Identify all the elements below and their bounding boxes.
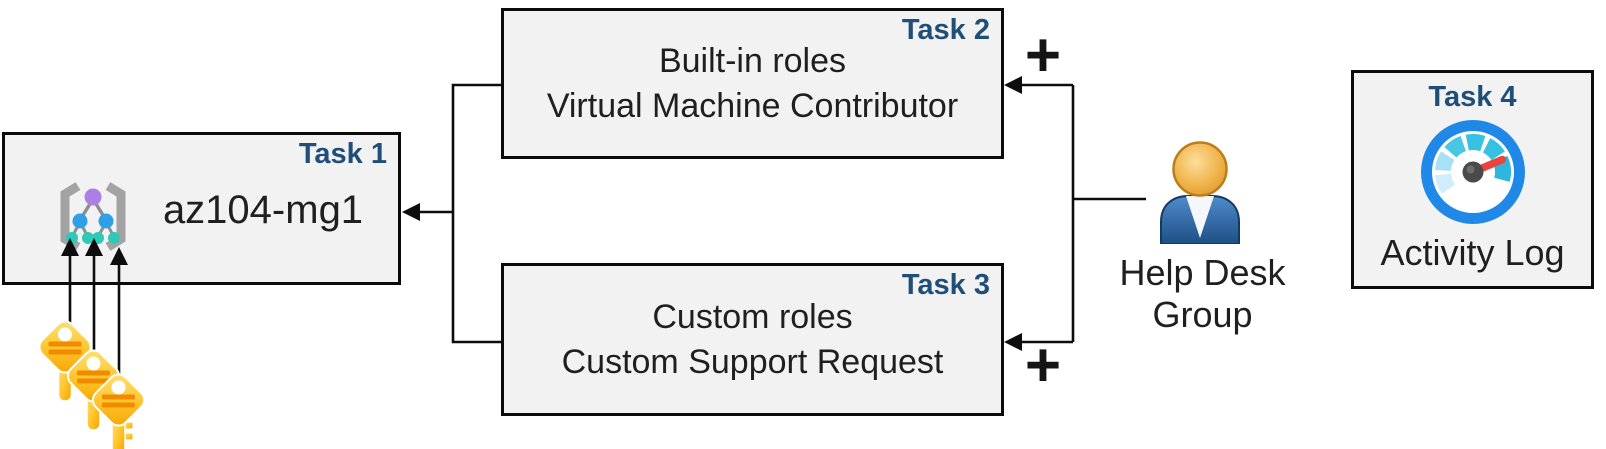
task3-label: Task 3 — [901, 269, 990, 301]
task1-title: az104-mg1 — [162, 188, 364, 232]
gauge-icon — [1420, 120, 1525, 224]
task2-label: Task 2 — [901, 14, 990, 46]
key-icon — [87, 369, 150, 449]
task2-line2: Virtual Machine Contributor — [546, 86, 959, 125]
keys-icon-group — [34, 316, 150, 449]
help-desk-group-line1: Help Desk — [1119, 252, 1286, 293]
task2-box: Task 2 Built-in roles Virtual Machine Co… — [501, 8, 1004, 159]
task3-line1: Custom roles — [652, 297, 853, 336]
task1-label: Task 1 — [298, 138, 387, 170]
task4-caption: Activity Log — [1380, 232, 1565, 273]
management-group-icon — [60, 182, 126, 251]
task2-line1: Built-in roles — [658, 41, 847, 80]
task1-box: Task 1 az104-mg1 — [2, 132, 401, 285]
user-icon — [1160, 141, 1240, 244]
help-desk-group-line2: Group — [1152, 294, 1253, 335]
task3-box: Task 3 Custom roles Custom Support Reque… — [501, 263, 1004, 416]
task3-line2: Custom Support Request — [561, 342, 944, 381]
plus-sign-top: + — [1024, 21, 1062, 90]
task4-label: Task 4 — [1428, 81, 1517, 113]
help-desk-group-label: Help Desk Group — [1110, 252, 1295, 336]
task4-box: Task 4 Activity Log — [1351, 70, 1594, 289]
plus-sign-bottom: + — [1024, 331, 1062, 400]
